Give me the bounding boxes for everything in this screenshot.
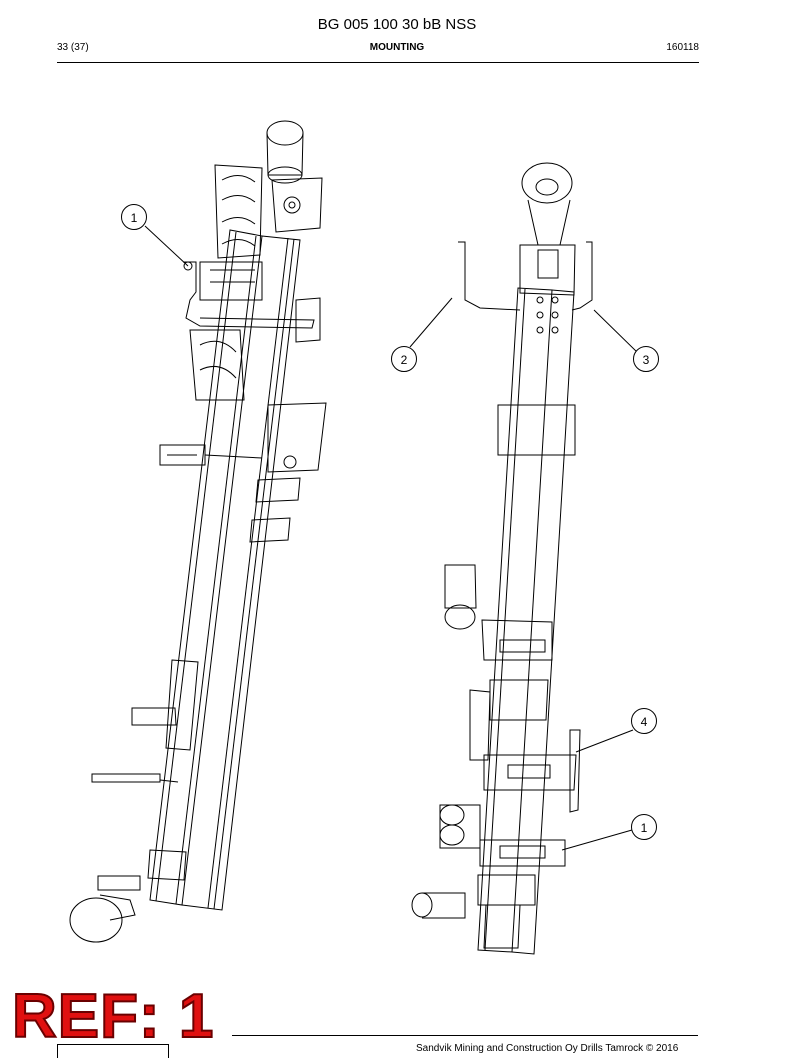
section-title: MOUNTING xyxy=(369,42,425,53)
leader-line-4 xyxy=(575,729,634,753)
leader-line-1-right xyxy=(561,829,633,851)
header-rule xyxy=(57,62,699,63)
callout-4: 4 xyxy=(631,708,657,734)
callout-1-right: 1 xyxy=(631,814,657,840)
footer-copyright: Sandvik Mining and Construction Oy Drill… xyxy=(416,1043,679,1054)
right-assembly xyxy=(411,162,593,955)
leader-line-1-left xyxy=(144,225,189,267)
leader-line-3 xyxy=(593,309,638,353)
callout-1-left: 1 xyxy=(121,204,147,230)
footer-rule xyxy=(232,1035,698,1036)
logo-fragment xyxy=(57,1044,169,1058)
ref-stamp: REF: 1 xyxy=(11,982,215,1051)
callout-3: 3 xyxy=(633,346,659,372)
page-number: 33 (37) xyxy=(57,42,89,53)
leader-line-2 xyxy=(409,297,453,348)
callout-2: 2 xyxy=(391,346,417,372)
left-assembly xyxy=(69,120,327,943)
doc-title: BG 005 100 30 bB NSS xyxy=(317,16,477,33)
date-code: 160118 xyxy=(666,42,699,53)
